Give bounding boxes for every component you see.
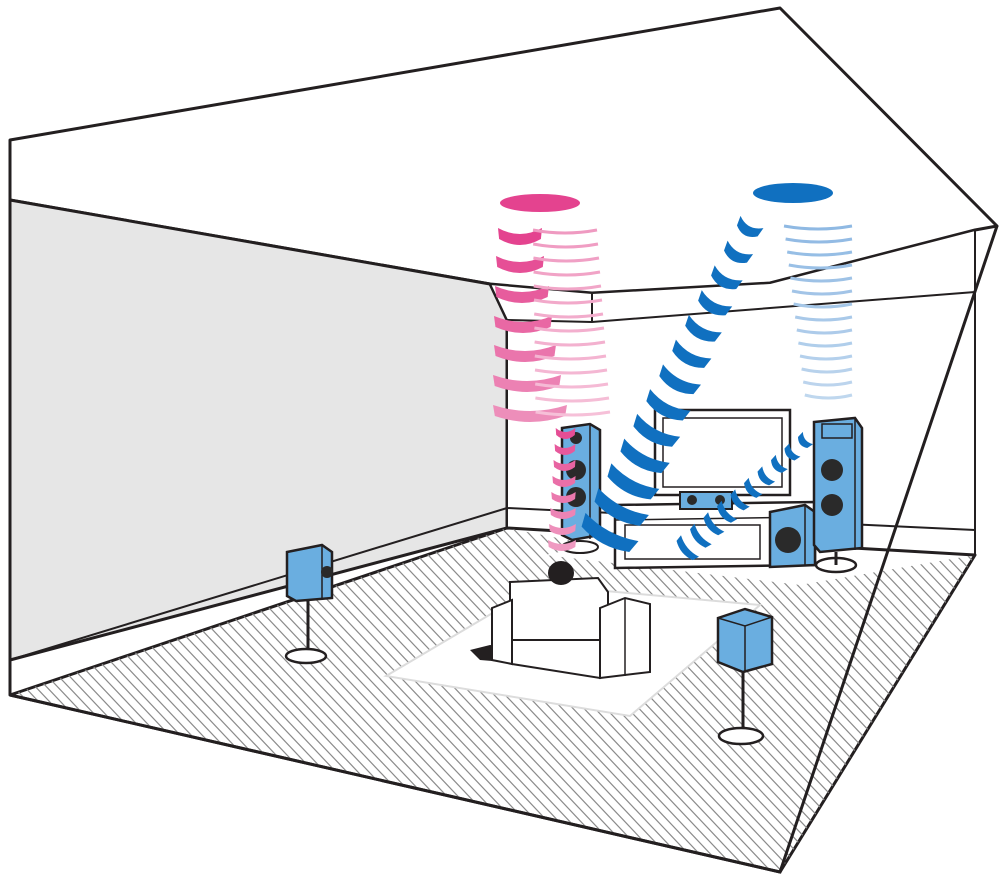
floor-plank-line: [967, 520, 1000, 878]
center-speaker: [680, 492, 732, 509]
floor-plank-line: [0, 520, 9, 878]
subwoofer: [770, 505, 815, 567]
left-height-virtual-source: [500, 194, 580, 212]
floor-plank-line: [989, 520, 1000, 878]
floor-plank-line: [978, 520, 1000, 878]
tv: [655, 410, 790, 501]
front-right-tower-speaker: [814, 418, 862, 572]
right-height-virtual-source: [753, 183, 833, 203]
listener-head: [548, 561, 574, 585]
